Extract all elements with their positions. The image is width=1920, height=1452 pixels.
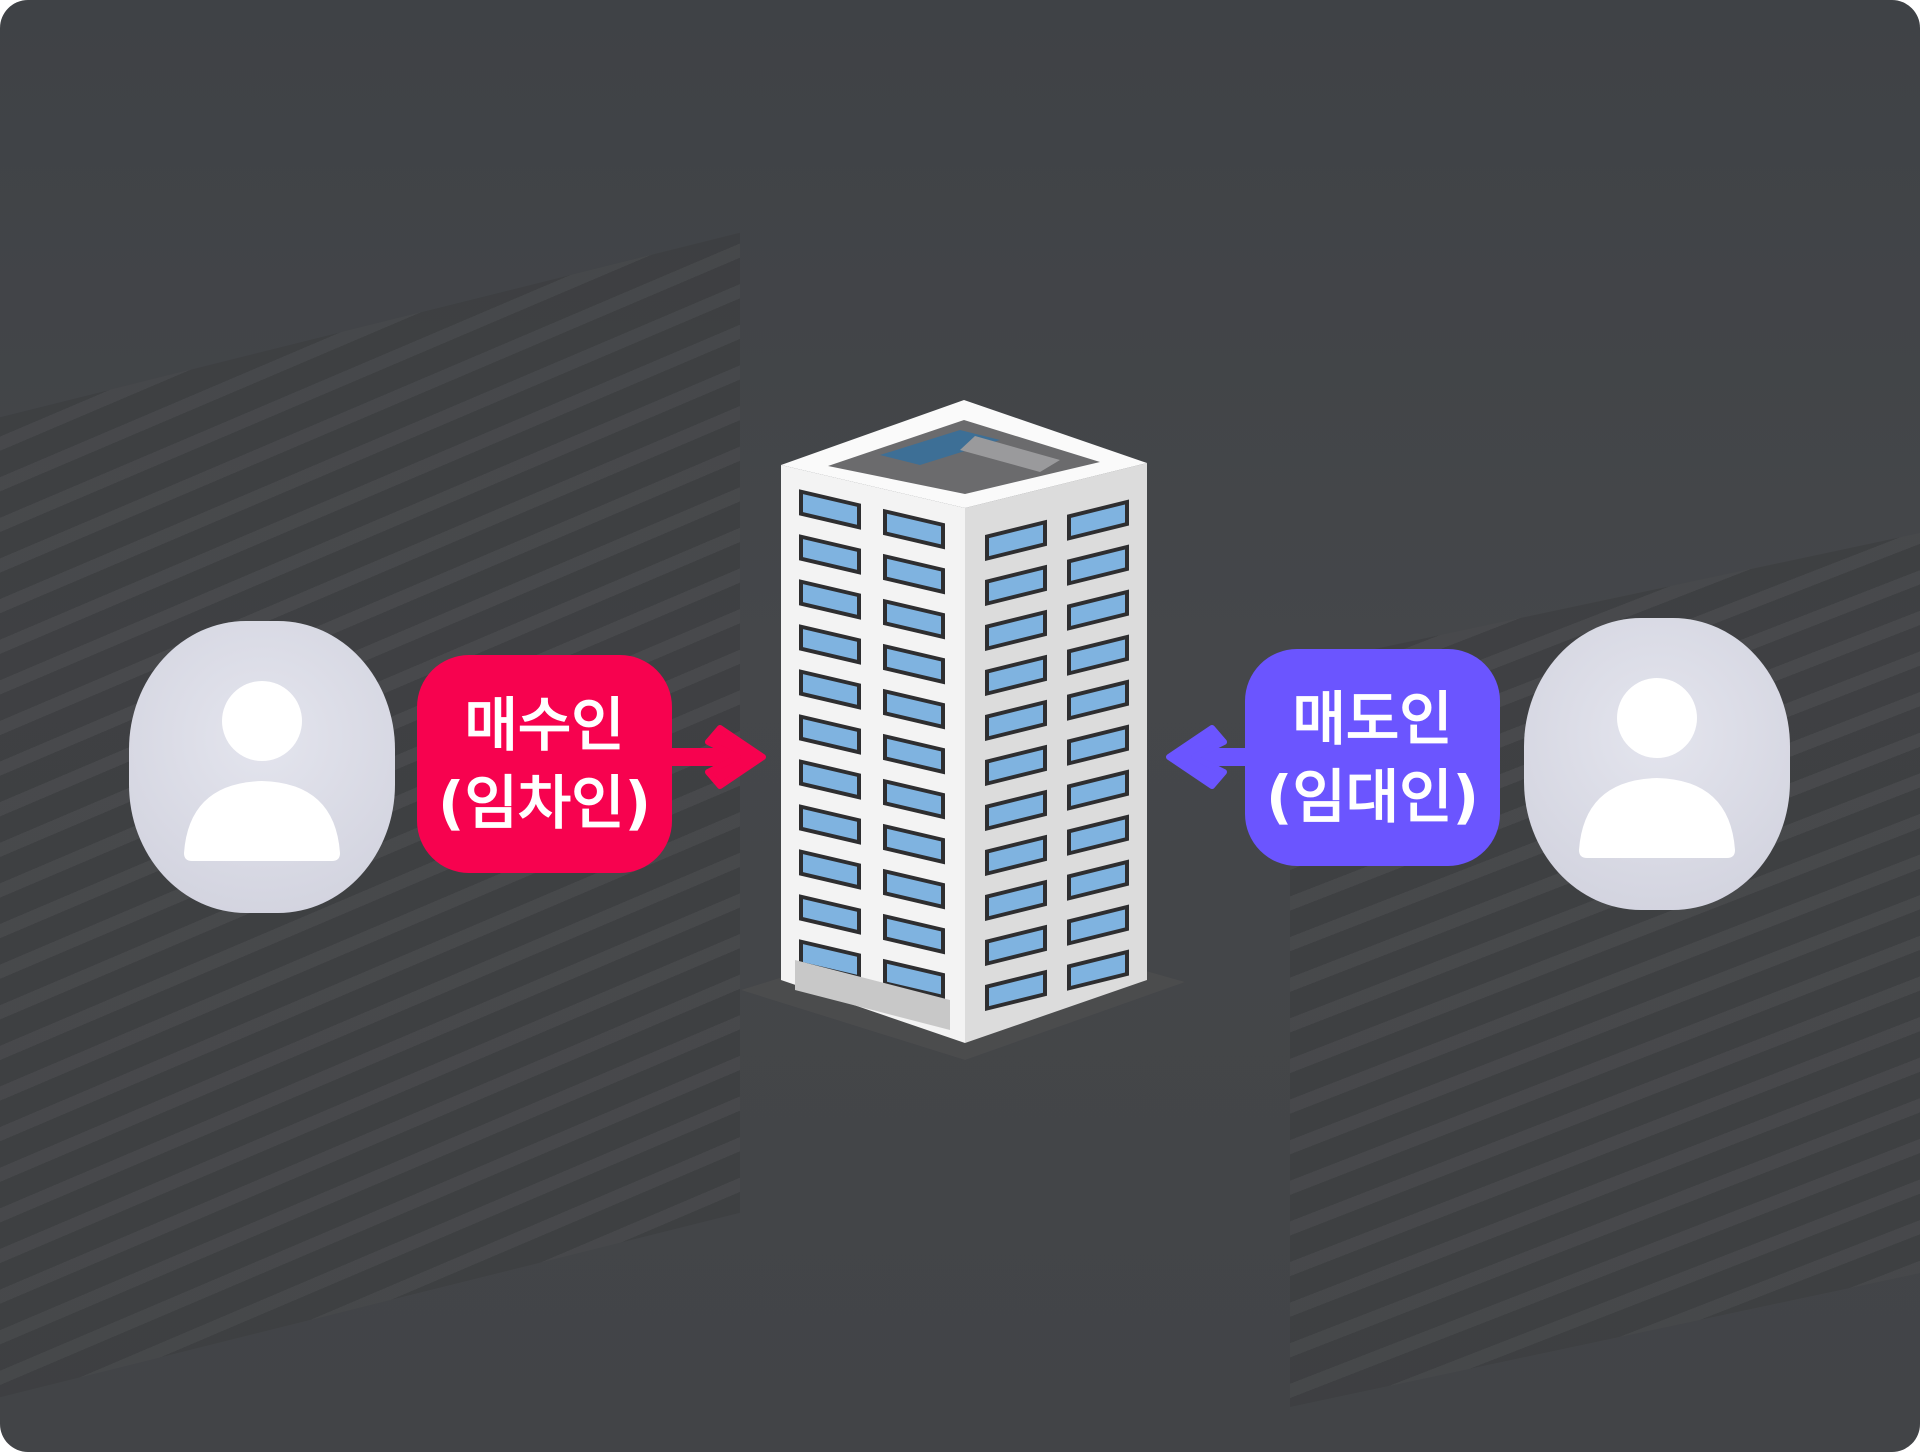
buyer-avatar <box>129 621 395 913</box>
window <box>1067 949 1129 991</box>
seller-label-line2: (임대인) <box>1265 762 1480 831</box>
window <box>985 834 1047 877</box>
window <box>799 714 861 755</box>
window <box>1067 769 1129 811</box>
window <box>985 519 1047 562</box>
window <box>1067 544 1129 586</box>
seller-avatar <box>1524 618 1790 910</box>
window <box>1067 634 1129 676</box>
window <box>985 699 1047 742</box>
buyer-label: 매수인 (임차인) <box>417 655 672 873</box>
window <box>985 609 1047 652</box>
window <box>799 804 861 845</box>
window <box>985 924 1047 967</box>
window <box>883 958 945 1000</box>
window <box>799 534 861 575</box>
window <box>985 969 1047 1012</box>
window <box>985 654 1047 697</box>
window <box>799 759 861 800</box>
window <box>985 564 1047 607</box>
window <box>1067 814 1129 856</box>
building-icon <box>741 400 1185 1060</box>
arrow-right-icon <box>670 725 766 789</box>
window <box>799 624 861 665</box>
window <box>1067 859 1129 901</box>
window <box>985 789 1047 832</box>
window <box>985 879 1047 922</box>
window <box>883 598 945 640</box>
window <box>883 508 945 550</box>
window <box>1067 904 1129 946</box>
window <box>883 823 945 865</box>
window <box>883 778 945 820</box>
arrow-left-icon <box>1166 725 1250 789</box>
window <box>1067 679 1129 721</box>
person-icon <box>1579 678 1735 858</box>
window <box>799 489 861 530</box>
window <box>883 643 945 685</box>
window <box>799 894 861 935</box>
window <box>799 669 861 710</box>
window <box>1067 589 1129 631</box>
seller-label-line1: 매도인 <box>1292 684 1453 753</box>
window <box>883 733 945 775</box>
buyer-label-line2: (임차인) <box>437 769 652 837</box>
window <box>883 868 945 910</box>
window <box>883 688 945 730</box>
window <box>985 744 1047 787</box>
window <box>1067 724 1129 766</box>
window <box>883 913 945 955</box>
window <box>799 849 861 890</box>
window <box>883 553 945 595</box>
buyer-label-line1: 매수인 <box>464 691 625 759</box>
window <box>1067 499 1129 541</box>
window <box>799 579 861 620</box>
seller-label: 매도인 (임대인) <box>1245 649 1500 866</box>
person-icon <box>184 681 340 861</box>
